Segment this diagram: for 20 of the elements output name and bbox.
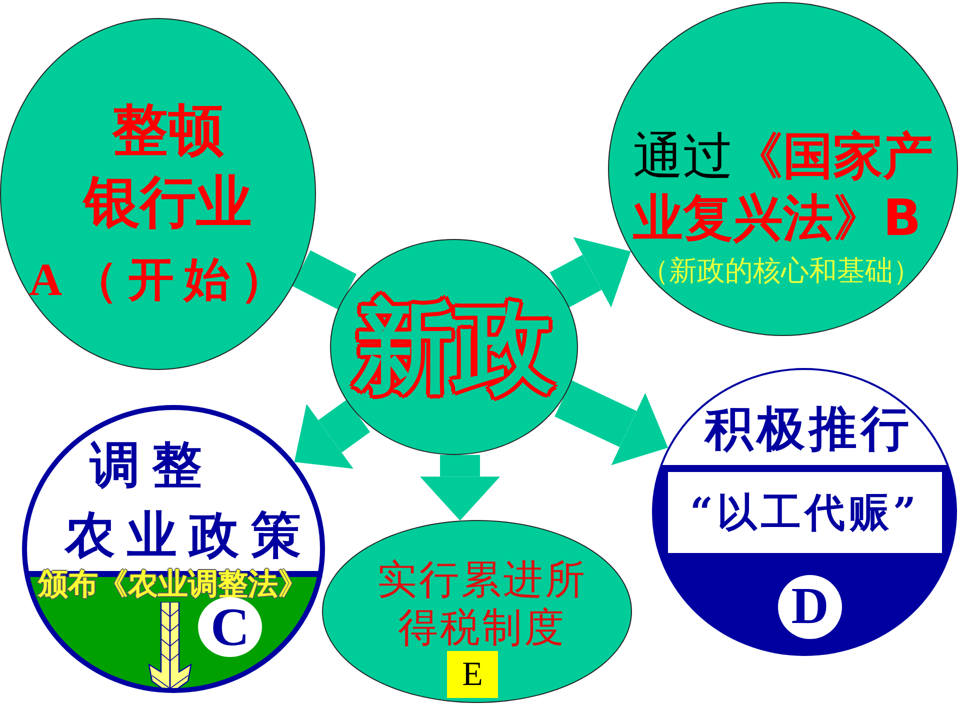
block-arrow <box>294 400 370 469</box>
connector-band <box>292 250 357 310</box>
topic-heading: 调整农业政策 <box>65 434 314 566</box>
topic-heading: 实行累进所得税制度 <box>376 556 588 652</box>
letter-label: E <box>462 658 483 692</box>
topic-note: A（开始） <box>29 251 296 308</box>
block-arrow <box>550 237 631 308</box>
topic-note: （新政的核心和基础） <box>641 254 921 288</box>
law-caption: 颁布《农业调整法》 <box>38 567 308 603</box>
block-arrow <box>420 454 500 521</box>
topic-heading: 整顿银行业 <box>81 97 253 237</box>
letter-badge <box>447 651 498 698</box>
topic-heading: 积极推行 <box>705 400 913 459</box>
slogan-band <box>668 472 942 553</box>
hub-title: 新政 <box>348 286 560 408</box>
letter-label: D <box>791 581 829 633</box>
policy-slogan: “以工代赈” <box>690 492 920 532</box>
topic-heading: 通过《国家产业复兴法》B <box>633 126 934 249</box>
block-arrow <box>554 380 668 466</box>
letter-label: C <box>210 600 250 654</box>
